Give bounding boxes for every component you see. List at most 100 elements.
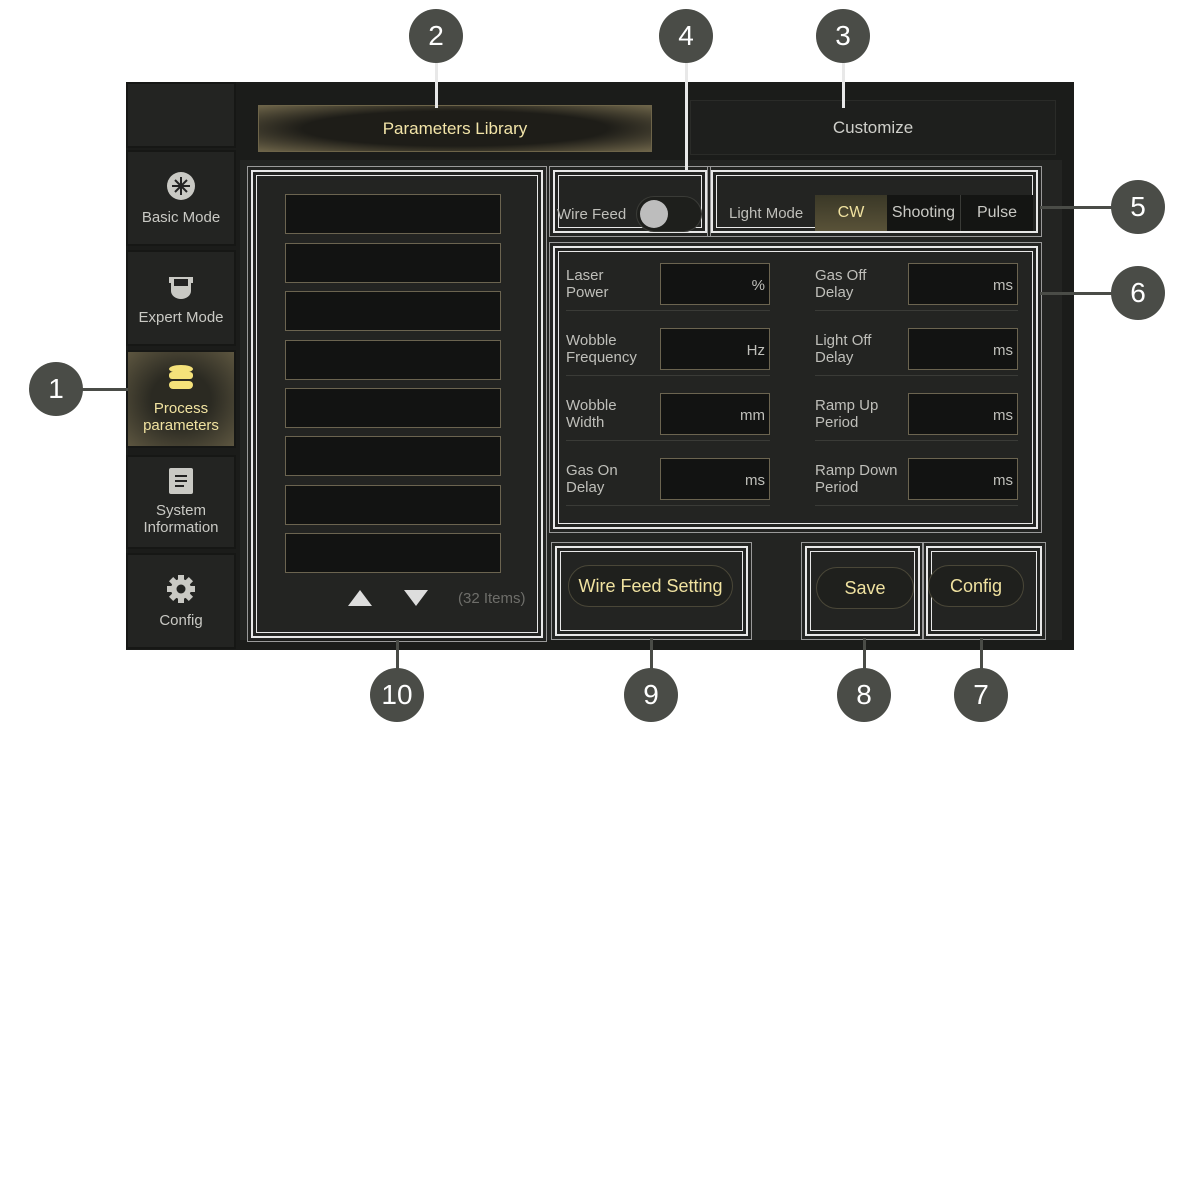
row-divider (566, 505, 770, 506)
light-mode-shooting[interactable]: Shooting (887, 195, 961, 231)
row-divider (815, 505, 1018, 506)
document-icon (169, 468, 193, 494)
scroll-up-icon[interactable] (348, 590, 372, 606)
callout-line (685, 60, 688, 170)
light-mode-pulse[interactable]: Pulse (976, 204, 1018, 221)
list-item[interactable] (285, 340, 501, 380)
welding-mask-icon (169, 276, 193, 299)
wire-feed-label: Wire Feed (557, 206, 627, 223)
row-divider (815, 375, 1018, 376)
param-input[interactable]: Hz (660, 328, 770, 370)
sidebar-blank (126, 82, 236, 148)
wire-feed-toggle[interactable] (636, 196, 702, 232)
sidebar-item-expert-mode[interactable]: Expert Mode (126, 250, 236, 346)
tab-customize[interactable]: Customize (690, 100, 1056, 155)
list-item[interactable] (285, 194, 501, 234)
param-label-line: Wobble (566, 332, 617, 349)
list-item[interactable] (285, 243, 501, 283)
param-input[interactable]: ms (908, 263, 1018, 305)
sidebar-item-label: Basic Mode (141, 208, 221, 226)
sidebar-item-label: System Information (143, 502, 219, 536)
param-input[interactable]: ms (908, 458, 1018, 500)
row-divider (815, 440, 1018, 441)
tab-label: Parameters Library (382, 118, 528, 138)
callout-7: 7 (954, 668, 1008, 722)
param-input[interactable]: % (660, 263, 770, 305)
param-label-line: Ramp Up (815, 397, 879, 414)
list-item[interactable] (285, 388, 501, 428)
sidebar-item-label: Expert Mode (138, 308, 224, 326)
toggle-knob (640, 200, 668, 228)
callout-10: 10 (370, 668, 424, 722)
callout-line (435, 60, 438, 108)
row-divider (566, 310, 770, 311)
config-button[interactable]: Config (928, 565, 1024, 607)
param-label-line: Gas On (566, 462, 618, 479)
wire-feed-setting-button[interactable]: Wire Feed Setting (568, 565, 733, 607)
param-label-line: Delay (815, 284, 854, 301)
callout-line (1040, 206, 1115, 209)
sidebar-item-label: Process parameters (143, 400, 219, 434)
param-label-line: Delay (566, 479, 605, 496)
parameters-box (549, 242, 1042, 533)
param-input[interactable]: mm (660, 393, 770, 435)
list-item[interactable] (285, 436, 501, 476)
sidebar-item-system-information[interactable]: System Information (126, 455, 236, 549)
list-item[interactable] (285, 533, 501, 573)
list-item[interactable] (285, 485, 501, 525)
callout-2: 2 (409, 9, 463, 63)
sidebar-item-label: Config (159, 611, 203, 629)
param-label-line: Ramp Down (815, 462, 898, 479)
callout-3: 3 (816, 9, 870, 63)
callout-line (650, 638, 653, 670)
gear-icon (167, 574, 195, 603)
param-label-line: Period (815, 479, 859, 496)
wire-feed-setting-box (551, 542, 752, 640)
param-label-line: Power (566, 284, 609, 301)
param-label-line: Frequency (566, 349, 637, 366)
param-input[interactable]: ms (660, 458, 770, 500)
scroll-down-icon[interactable] (404, 590, 428, 606)
param-label-line: Delay (815, 349, 854, 366)
callout-1: 1 (29, 362, 83, 416)
sidebar-item-process-parameters[interactable]: Process parameters (126, 350, 236, 448)
laser-icon (167, 171, 195, 200)
callout-line (863, 638, 866, 670)
row-divider (815, 310, 1018, 311)
tab-parameters-library[interactable]: Parameters Library (258, 105, 652, 152)
param-label-line: Gas Off (815, 267, 867, 284)
wire-feed-box (549, 166, 711, 237)
light-mode-cw[interactable]: CW (815, 195, 887, 231)
param-label-line: Light Off (815, 332, 872, 349)
callout-5: 5 (1111, 180, 1165, 234)
list-item[interactable] (285, 291, 501, 331)
save-box (801, 542, 924, 640)
callout-8: 8 (837, 668, 891, 722)
item-count: (32 Items) (458, 590, 526, 607)
callout-line (842, 60, 845, 108)
sidebar-item-config[interactable]: Config (126, 553, 236, 649)
param-input[interactable]: ms (908, 393, 1018, 435)
param-label-line: Laser (566, 267, 604, 284)
row-divider (566, 440, 770, 441)
database-icon (169, 365, 193, 389)
light-mode-segmented: CW Shooting Pulse (815, 195, 1033, 231)
callout-line (980, 638, 983, 670)
callout-line (396, 640, 399, 670)
row-divider (566, 375, 770, 376)
save-button[interactable]: Save (816, 567, 914, 609)
sidebar-item-basic-mode[interactable]: Basic Mode (126, 150, 236, 246)
callout-line (1040, 292, 1115, 295)
light-mode-label: Light Mode (729, 205, 804, 222)
param-label-line: Wobble (566, 397, 617, 414)
parameter-list-panel (247, 166, 547, 642)
param-label-line: Width (566, 414, 605, 431)
param-input[interactable]: ms (908, 328, 1018, 370)
